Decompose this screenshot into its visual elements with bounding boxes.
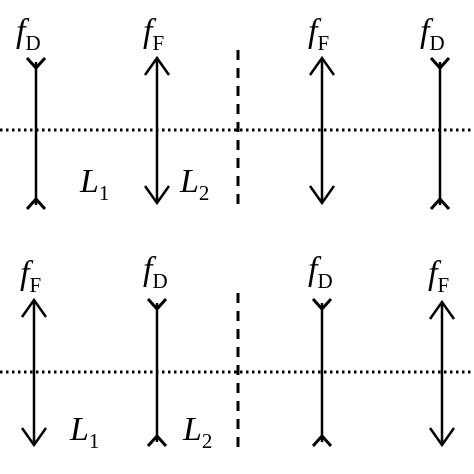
lens-label: L2 (179, 163, 209, 205)
focal-label: fD (143, 251, 168, 293)
diverging-lens (25, 56, 47, 211)
diverging-lens (429, 56, 451, 211)
focal-label: fD (308, 251, 333, 293)
focal-label: fD (16, 13, 41, 55)
lens-label: L2 (182, 411, 212, 453)
diverging-lens (146, 297, 168, 448)
focal-label: fF (308, 13, 329, 55)
focal-label: fF (428, 255, 449, 297)
focal-label: fF (143, 13, 164, 55)
focal-label: fD (420, 13, 445, 55)
diverging-lens (311, 297, 333, 448)
panel-top: fD fF fF fD L1 (0, 13, 474, 211)
converging-lens (428, 299, 456, 448)
converging-lens (20, 297, 48, 448)
focal-label: fF (20, 255, 41, 297)
converging-lens (143, 55, 171, 206)
converging-lens (308, 55, 336, 206)
panel-bottom: fF fD fD fF L1 (0, 251, 474, 453)
lens-label: L1 (79, 163, 109, 205)
lens-label: L1 (69, 411, 99, 453)
